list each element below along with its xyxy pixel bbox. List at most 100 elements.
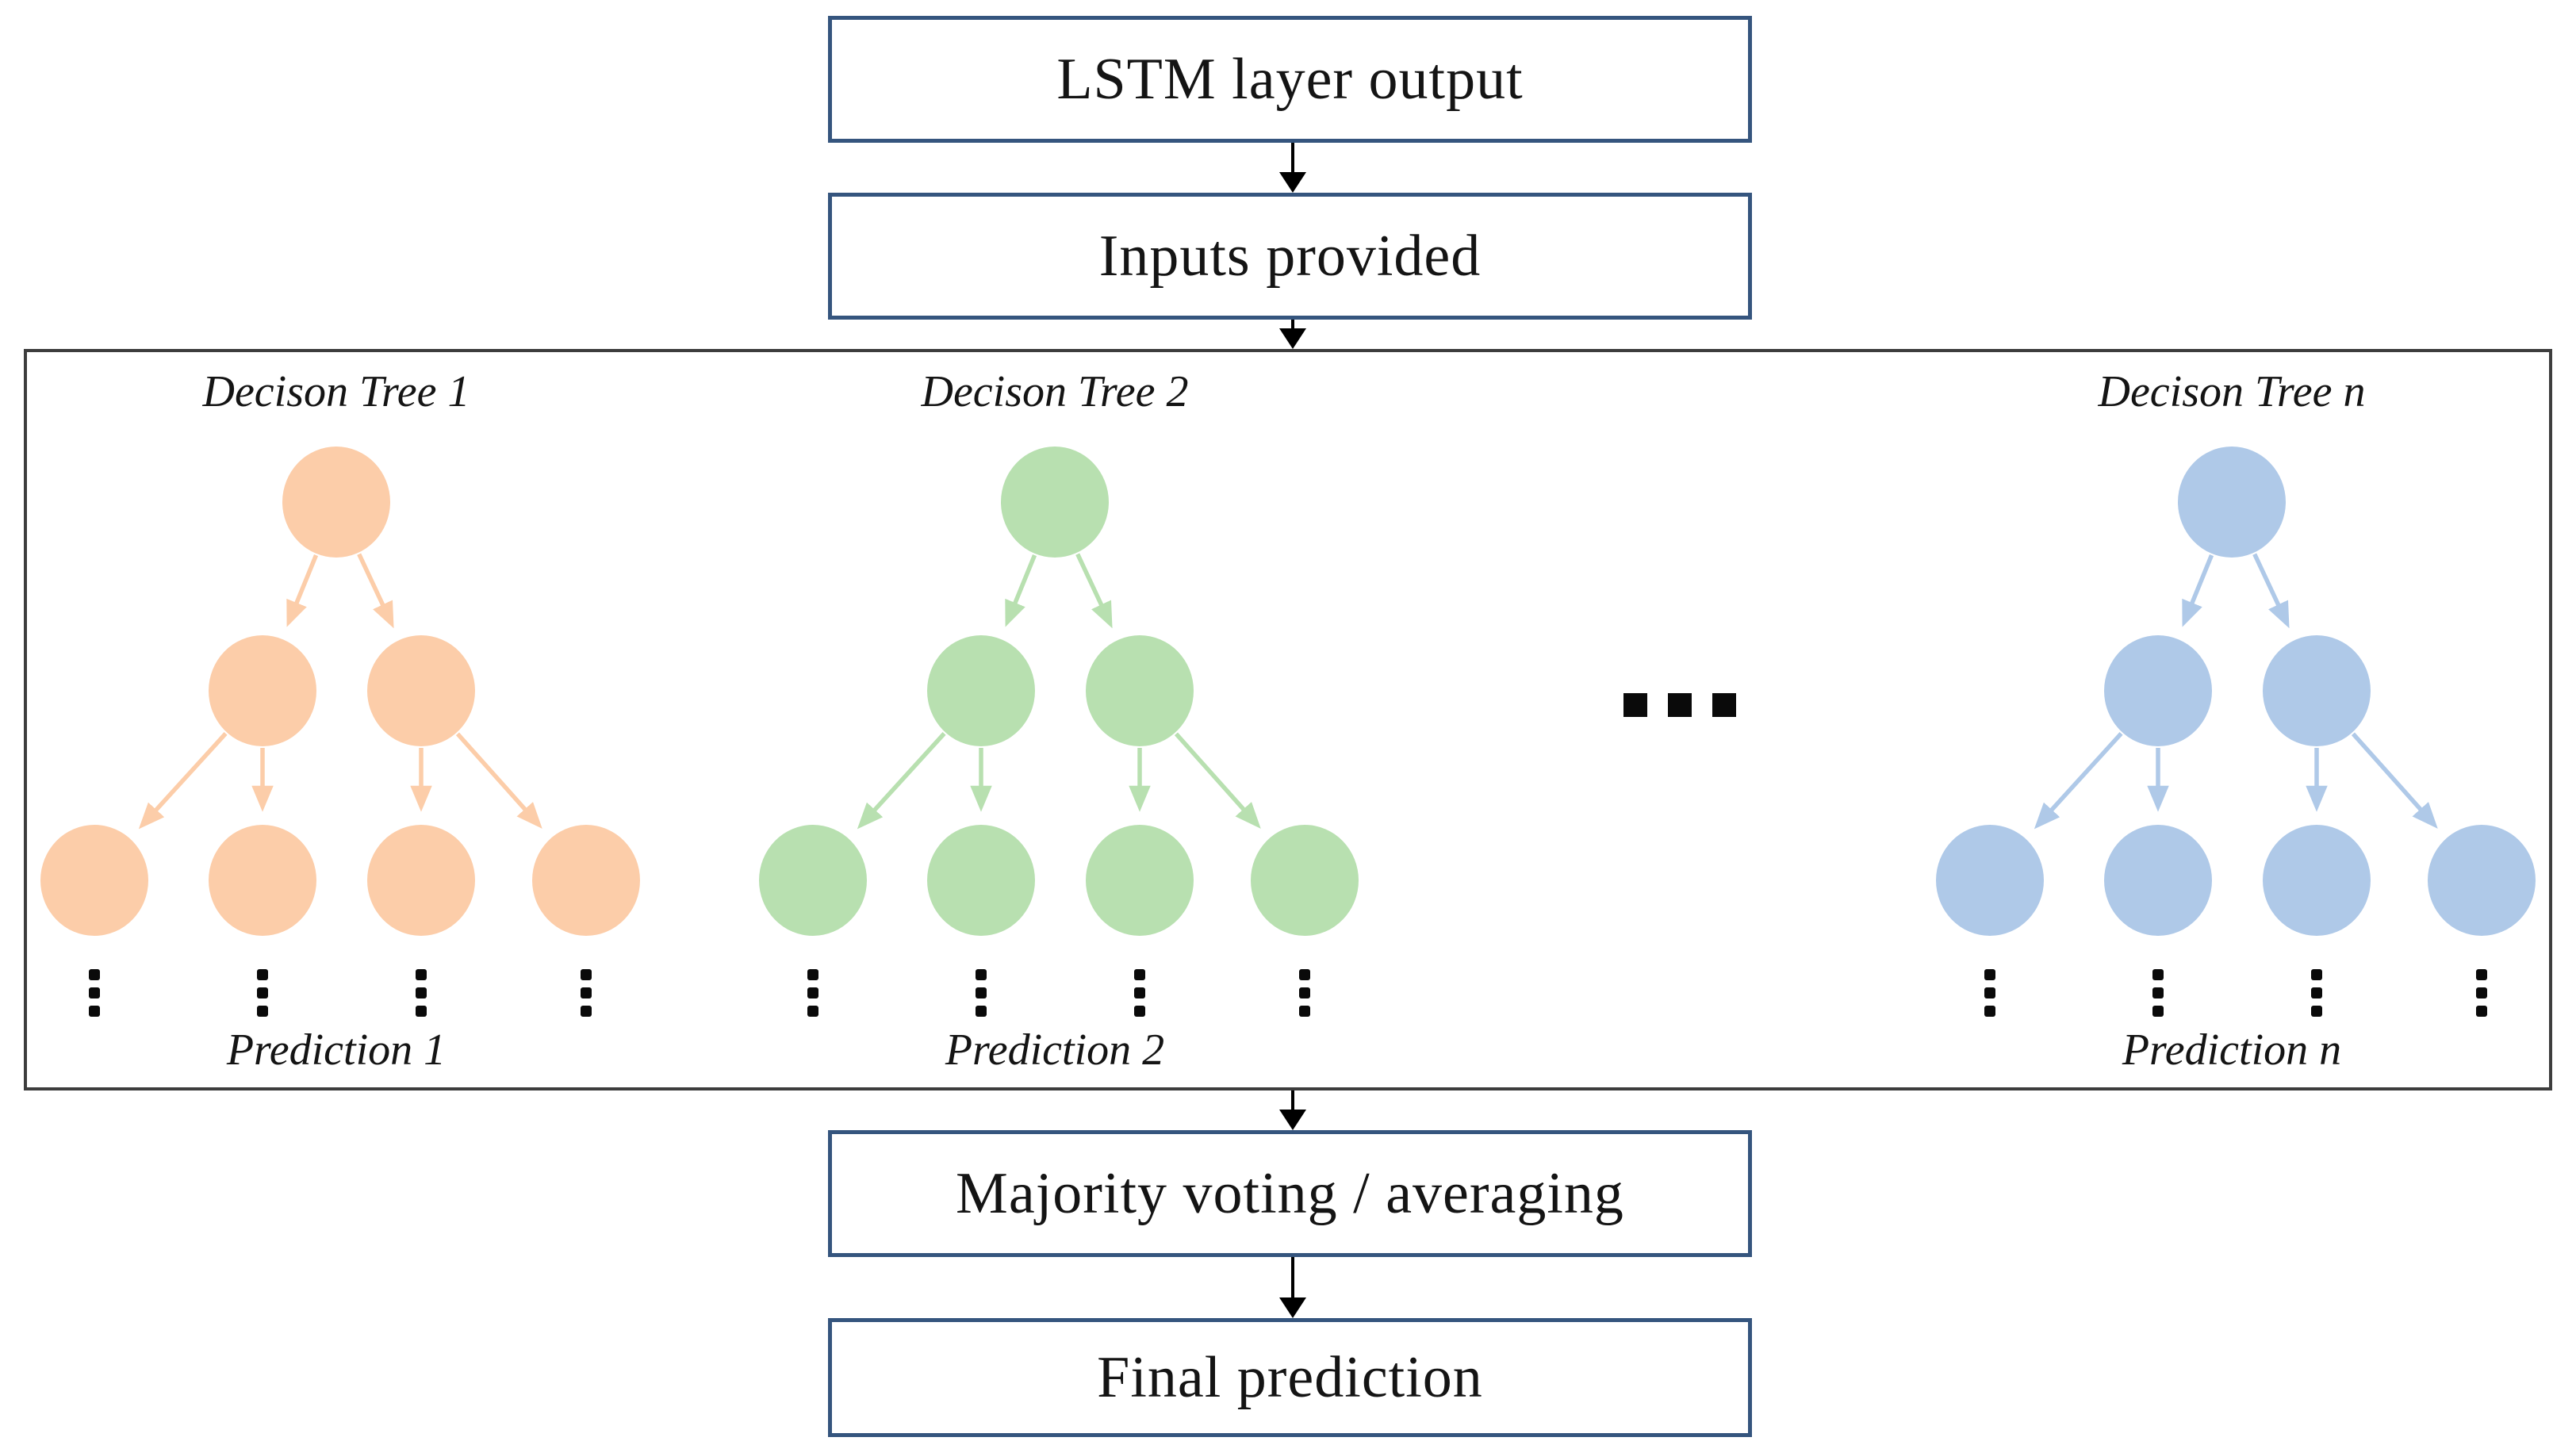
tree-node: [1001, 447, 1109, 558]
tree-branch-arrow: [2182, 554, 2214, 627]
ellipsis-dot: [257, 1006, 268, 1017]
arrow-shaft: [1291, 1090, 1294, 1111]
prediction-label: Prediction 1: [226, 1025, 447, 1075]
leaf-ellipsis-icon: [1299, 969, 1310, 1017]
ellipsis-dot: [1299, 1006, 1310, 1017]
tree-node: [1936, 825, 2044, 936]
ellipsis-dot: [89, 969, 100, 980]
down-arrow-4: [1279, 1257, 1306, 1318]
ellipsis-dot: [2152, 969, 2164, 980]
tree-branch-arrow: [857, 732, 946, 830]
ellipsis-dot: [2311, 1006, 2322, 1017]
ellipsis-dot: [2152, 1006, 2164, 1017]
trees-ellipsis-icon: [1623, 693, 1736, 717]
ellipsis-dot: [2311, 969, 2322, 980]
arrow-head-icon: [1279, 1297, 1306, 1318]
down-arrow-1: [1279, 143, 1306, 193]
tree-node: [1086, 635, 1194, 746]
tree-branch-arrow: [1075, 553, 1113, 629]
flow-box-inputs-provided: Inputs provided: [828, 193, 1752, 320]
ellipsis-dot: [581, 987, 592, 998]
tree-node: [2263, 825, 2371, 936]
ellipsis-dot: [1134, 987, 1145, 998]
arrow-shaft: [1291, 1257, 1294, 1299]
leaf-ellipsis-icon: [89, 969, 100, 1017]
tree-branch-arrow: [286, 554, 319, 627]
arrow-shaft: [1291, 143, 1294, 174]
ellipsis-dot: [1984, 987, 1995, 998]
tree-branch-arrow: [2034, 732, 2123, 830]
tree-node: [367, 825, 475, 936]
tree-branch-arrow: [138, 732, 228, 830]
leaf-ellipsis-icon: [2476, 969, 2487, 1017]
ellipsis-dot: [976, 969, 987, 980]
flow-box-final-prediction-label: Final prediction: [1097, 1344, 1483, 1410]
tree-title: Decison Tree n: [2098, 367, 2366, 416]
leaf-ellipsis-icon: [416, 969, 427, 1017]
tree-title: Decison Tree 2: [921, 367, 1189, 416]
arrow-head-icon: [1279, 1110, 1306, 1130]
tree-branch-arrow: [2351, 732, 2438, 829]
ellipsis-dot: [807, 1006, 818, 1017]
ellipsis-dot: [2476, 1006, 2487, 1017]
ellipsis-dot: [1299, 969, 1310, 980]
flow-box-lstm-layer-output-label: LSTM layer output: [1056, 46, 1524, 112]
ellipsis-dot: [581, 1006, 592, 1017]
flow-box-majority-voting-label: Majority voting / averaging: [956, 1160, 1624, 1226]
ellipsis-dot: [1623, 693, 1647, 717]
tree-node: [1251, 825, 1359, 936]
tree-node: [282, 447, 390, 558]
leaf-ellipsis-icon: [1984, 969, 1995, 1017]
tree-node: [40, 825, 148, 936]
flow-box-final-prediction: Final prediction: [828, 1318, 1752, 1437]
leaf-ellipsis-icon: [581, 969, 592, 1017]
leaf-ellipsis-icon: [807, 969, 818, 1017]
tree-node: [2263, 635, 2371, 746]
tree-node: [532, 825, 640, 936]
ellipsis-dot: [2311, 987, 2322, 998]
tree-node: [2428, 825, 2536, 936]
tree-branch-arrow: [2252, 553, 2290, 629]
tree-node: [2104, 635, 2212, 746]
ellipsis-dot: [416, 1006, 427, 1017]
tree-node: [927, 635, 1035, 746]
decision-tree: Decison Tree n Prediction n: [1926, 349, 2537, 1090]
leaf-ellipsis-icon: [976, 969, 987, 1017]
tree-node: [759, 825, 867, 936]
tree-branch-arrow: [1174, 732, 1261, 829]
flow-box-lstm-layer-output: LSTM layer output: [828, 16, 1752, 143]
decision-tree: Decison Tree 2 Prediction 2: [749, 349, 1360, 1090]
ellipsis-dot: [581, 969, 592, 980]
ellipsis-dot: [1134, 1006, 1145, 1017]
ellipsis-dot: [1712, 693, 1736, 717]
tree-node: [927, 825, 1035, 936]
ellipsis-dot: [976, 1006, 987, 1017]
flow-box-inputs-provided-label: Inputs provided: [1098, 223, 1482, 289]
prediction-label: Prediction 2: [945, 1025, 1165, 1075]
tree-node: [367, 635, 475, 746]
tree-branch-arrow: [1005, 554, 1037, 627]
ellipsis-dot: [1134, 969, 1145, 980]
ellipsis-dot: [1299, 987, 1310, 998]
ellipsis-dot: [2476, 969, 2487, 980]
down-arrow-3: [1279, 1090, 1306, 1130]
down-arrow-2: [1279, 320, 1306, 349]
ellipsis-dot: [416, 969, 427, 980]
tree-branch-arrow: [357, 553, 394, 629]
ellipsis-dot: [2476, 987, 2487, 998]
leaf-ellipsis-icon: [257, 969, 268, 1017]
ellipsis-dot: [89, 1006, 100, 1017]
arrow-shaft: [1291, 320, 1294, 330]
tree-node: [209, 825, 316, 936]
arrow-head-icon: [1279, 328, 1306, 349]
tree-node: [1086, 825, 1194, 936]
flow-box-majority-voting: Majority voting / averaging: [828, 1130, 1752, 1257]
ellipsis-dot: [257, 969, 268, 980]
ellipsis-dot: [1668, 693, 1692, 717]
arrow-head-icon: [1279, 172, 1306, 193]
ellipsis-dot: [807, 969, 818, 980]
decision-tree: Decison Tree 1 Prediction 1: [31, 349, 642, 1090]
prediction-label: Prediction n: [2122, 1025, 2342, 1075]
tree-node: [2104, 825, 2212, 936]
